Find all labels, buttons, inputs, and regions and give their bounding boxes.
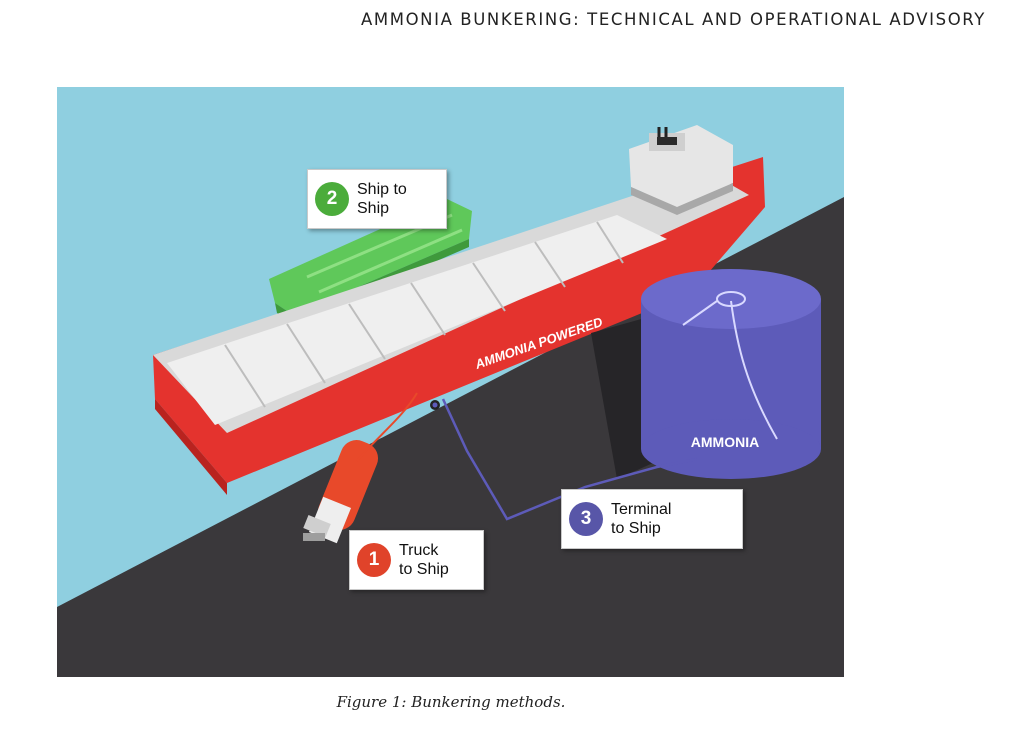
callout-label-terminal-to-ship: Terminal to Ship bbox=[611, 501, 672, 537]
callout-badge-2: 2 bbox=[315, 182, 349, 216]
terminal-pipeline bbox=[441, 398, 698, 521]
ship-hull: AMMONIA POWERED bbox=[153, 125, 765, 495]
tank-label: AMMONIA bbox=[691, 434, 759, 450]
callout-label-ship-to-ship: Ship to Ship bbox=[357, 181, 407, 217]
figure-caption: Figure 1: Bunkering methods. bbox=[336, 693, 566, 711]
callout-terminal-to-ship: 3 Terminal to Ship bbox=[561, 489, 743, 549]
callout-badge-3: 3 bbox=[569, 502, 603, 536]
page-header-title: AMMONIA BUNKERING: TECHNICAL AND OPERATI… bbox=[361, 10, 986, 29]
callout-badge-1: 1 bbox=[357, 543, 391, 577]
bunkering-illustration: AMMONIA POWERED AMMONIA bbox=[57, 87, 844, 677]
callout-label-truck-to-ship: Truck to Ship bbox=[399, 542, 449, 578]
callout-ship-to-ship: 2 Ship to Ship bbox=[307, 169, 447, 229]
callout-truck-to-ship: 1 Truck to Ship bbox=[349, 530, 484, 590]
ammonia-storage-tank: AMMONIA bbox=[591, 269, 821, 479]
ammonia-truck bbox=[303, 392, 418, 544]
bunkering-figure: AMMONIA POWERED AMMONIA 2 Ship to Shi bbox=[57, 87, 844, 677]
